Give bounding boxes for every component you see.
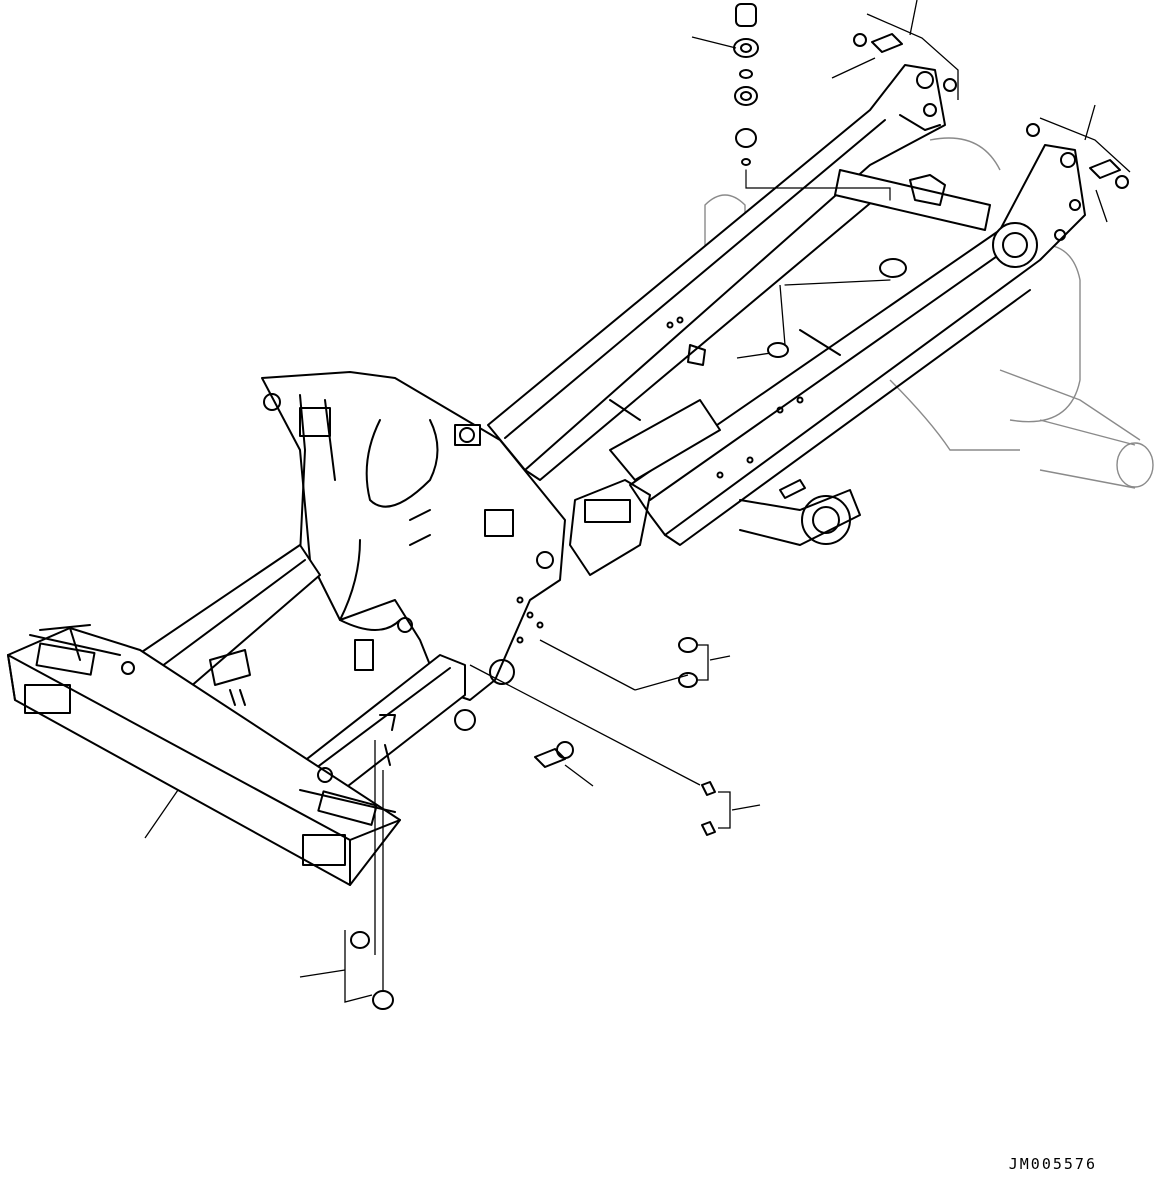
bushing-stack: [733, 3, 891, 201]
rear-cross-member: [834, 169, 991, 278]
bolt-pair-lower: [701, 781, 731, 836]
left-side-rail: [487, 64, 946, 481]
rear-axle-phantom: [704, 137, 1154, 489]
bolt-pair-upper: [678, 637, 709, 688]
front-lower-cross: [279, 617, 466, 801]
leader-lines: [144, 0, 1108, 990]
rear-trunnion: [739, 489, 861, 546]
rear-pin-group-left: [853, 13, 959, 100]
pin-middle: [534, 741, 574, 768]
middle-cross-member: [609, 316, 841, 499]
rear-pin-group-right: [1026, 117, 1131, 189]
front-frame: [261, 371, 651, 731]
bolt-pair-bottom: [344, 930, 394, 1010]
drawing-id-label: JM005576: [1008, 1155, 1097, 1173]
right-side-rail: [629, 144, 1086, 546]
